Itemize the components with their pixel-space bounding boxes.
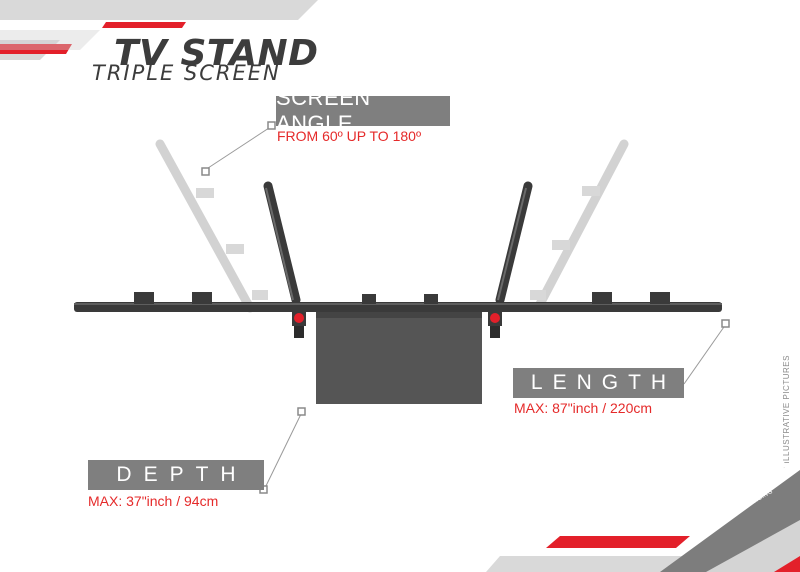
top-left-white-gap [0,20,298,40]
ghost-left-arm [155,139,255,313]
right-clamp [488,310,502,338]
crossbar-brackets [134,292,670,304]
ghost-right-arm [535,139,629,309]
top-left-dark-wedge [0,30,100,50]
base-plate-top [316,312,482,318]
screen-angle-detail: FROM 60º UP TO 180º [277,128,422,144]
ghost-left-brackets [196,188,268,300]
bottom-right-red-stripe [546,536,690,548]
length-label: LENGTH [513,368,684,398]
top-left-red-stripe-2 [0,44,72,54]
bottom-right-gray-stripe [486,556,720,572]
depth-label: DEPTH [88,460,264,490]
page-subtitle: TRIPLE SCREEN [92,61,281,85]
ghost-right-brackets [530,186,600,300]
page-title: TV STAND [114,33,319,74]
top-left-red-stripe [102,22,186,28]
upright-posts [263,181,533,305]
crossbar-highlight [74,303,722,305]
bottom-right-dark-band [660,470,800,572]
left-clamp [292,310,306,338]
screen-angle-label: SCREEN ANGLE [276,85,450,136]
illustrative-note: * ILLUSTRATIVE PICTURES [782,355,791,470]
bottom-right-red-corner [774,556,800,572]
base-plate [316,312,482,404]
depth-detail: MAX: 37"inch / 94cm [88,493,219,509]
length-detail: MAX: 87"inch / 220cm [514,400,653,416]
leader-lines [204,125,727,491]
upright-post-highlights [265,187,527,301]
top-left-gray-stripe [0,0,318,20]
